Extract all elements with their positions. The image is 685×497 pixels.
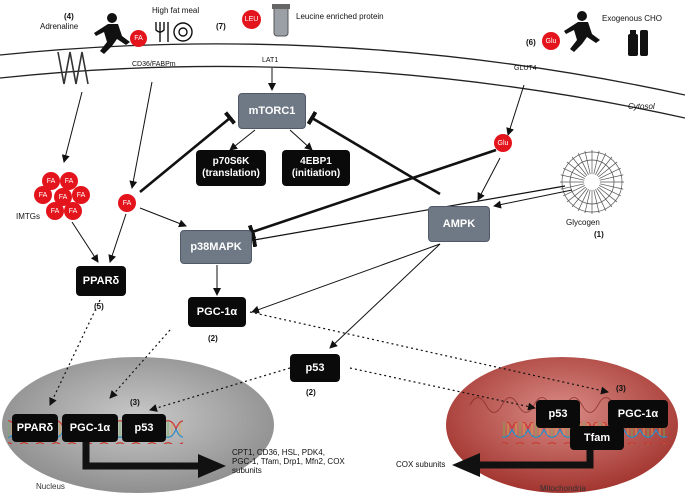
mito-pgc1a-box: PGC-1α — [608, 400, 668, 428]
fa-dot: FA — [60, 172, 78, 190]
cd36-label: CD36/FABPm — [132, 61, 176, 68]
step-number: (6) — [526, 38, 536, 47]
fa-dot: FA — [130, 30, 147, 47]
tfam-box: Tfam — [570, 426, 624, 450]
bottles-icon — [628, 30, 648, 56]
step-number: (7) — [216, 22, 226, 31]
fa-dot: FA — [54, 188, 72, 206]
p70s6k-box: p70S6K (translation) — [196, 150, 266, 186]
step-number: (5) — [94, 302, 104, 311]
ampk-box: AMPK — [428, 206, 490, 242]
nucleus-p53-box: p53 — [122, 414, 166, 442]
imtgs-label: IMTGs — [16, 212, 40, 221]
mito-p53-box: p53 — [536, 400, 580, 428]
shaker-icon — [272, 4, 290, 37]
mito-target-genes: COX subunits — [396, 460, 446, 469]
cytosol-label: Cytosol — [628, 102, 655, 111]
step-number: (3) — [616, 384, 626, 393]
glycogen-icon — [560, 150, 624, 214]
step-number: (2) — [208, 334, 218, 343]
fa-dot: FA — [46, 202, 64, 220]
fa-dot: FA — [72, 186, 90, 204]
nucleus-label: Nucleus — [36, 482, 65, 491]
fa-dot: FA — [42, 172, 60, 190]
ppard-box: PPARδ — [76, 266, 126, 296]
lat1-label: LAT1 — [262, 57, 279, 64]
step-number: (4) — [64, 12, 74, 21]
runner-icon — [94, 13, 130, 54]
glu-dot: Glu — [494, 134, 512, 152]
high-fat-meal-label: High fat meal — [152, 6, 200, 15]
adrenaline-label: Adrenaline — [40, 22, 79, 31]
transporter-icon — [57, 51, 89, 85]
p38mapk-box: p38MAPK — [180, 230, 252, 264]
nucleus-ppard-box: PPARδ — [12, 414, 58, 442]
exogenous-cho-label: Exogenous CHO — [602, 14, 663, 23]
glycogen-label: Glycogen — [566, 218, 600, 227]
nuclear-target-genes: CPT1, CD36, HSL, PDK4, PGC-1, Tfam, Drp1… — [232, 448, 345, 475]
4ebp1-box: 4EBP1 (initiation) — [282, 150, 350, 186]
step-number: (1) — [594, 230, 604, 239]
leu-dot: LEU — [242, 10, 261, 29]
step-number: (2) — [306, 388, 316, 397]
fa-dot: FA — [118, 194, 136, 212]
nucleus-pgc1a-box: PGC-1α — [62, 414, 118, 442]
membrane-outer-line — [0, 43, 685, 96]
fa-dot: FA — [64, 202, 82, 220]
fa-dot: FA — [34, 186, 52, 204]
leucine-label: Leucine enriched protein — [296, 12, 384, 21]
mtorc1-box: mTORC1 — [238, 93, 306, 129]
glut4-label: GLUT4 — [514, 65, 537, 72]
mitochondria-label: Mitochondria — [540, 484, 586, 493]
runner-icon — [564, 11, 600, 52]
p53-box: p53 — [290, 354, 340, 382]
meal-icon — [155, 22, 193, 42]
step-number: (3) — [130, 398, 140, 407]
glu-dot: Glu — [542, 32, 560, 50]
membrane-inner-line — [0, 65, 685, 119]
pgc1a-box: PGC-1α — [188, 297, 246, 327]
